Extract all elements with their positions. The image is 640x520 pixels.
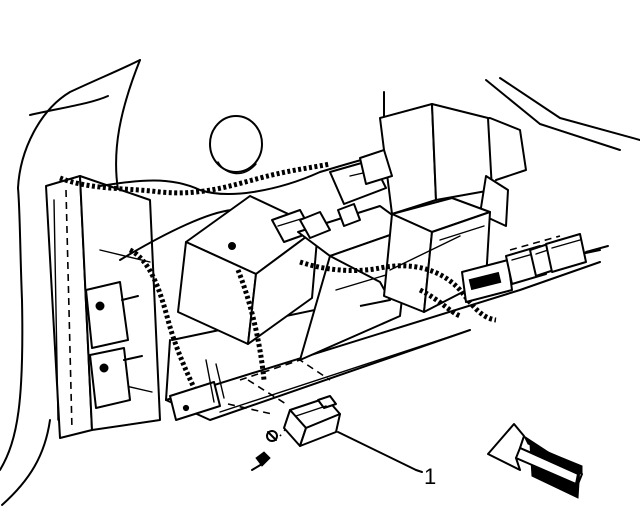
front-direction-arrow <box>487 423 583 499</box>
wiring-connector <box>461 233 609 303</box>
control-module-left <box>177 195 319 345</box>
body-pillar-outline <box>0 59 141 506</box>
control-module-right <box>383 197 491 313</box>
callout-number-1: 1 <box>424 464 437 489</box>
mounting-bracket <box>85 281 143 409</box>
control-module-center <box>297 203 411 361</box>
component-module-1 <box>283 395 341 447</box>
wire-harness <box>128 235 497 402</box>
dash-support-frame <box>329 103 509 227</box>
lower-bracket <box>169 359 225 421</box>
fastener-bolt <box>251 430 278 471</box>
steering-column <box>209 115 263 175</box>
callout-leader-1 <box>337 431 423 473</box>
